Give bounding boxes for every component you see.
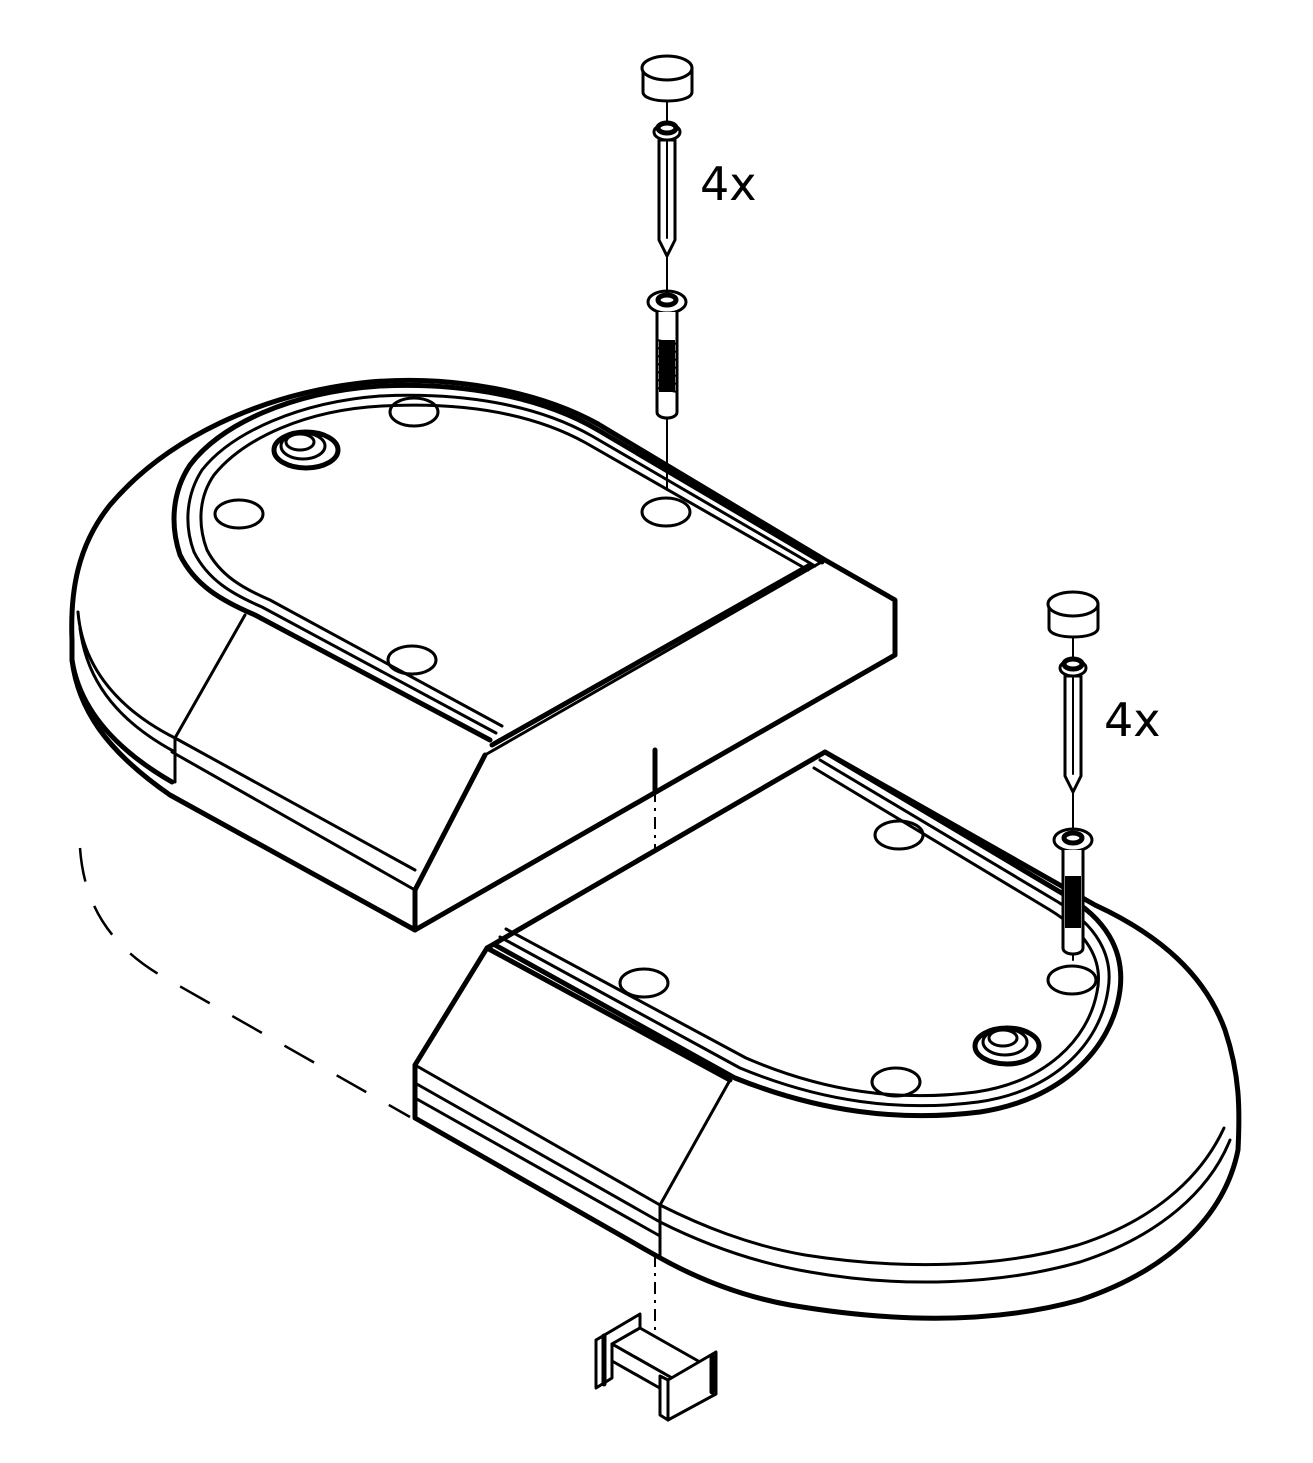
- lower-fastener-stack: [1046, 590, 1100, 961]
- long-pin-icon: [652, 120, 682, 258]
- cover-cap-icon: [1046, 590, 1100, 639]
- lower-base-segment: [412, 749, 1242, 1321]
- upper-base-segment: [69, 377, 898, 933]
- upper-fastener-stack: [640, 54, 694, 491]
- assembled-outline-dashed: [78, 847, 411, 1119]
- screw-icon: [646, 289, 688, 420]
- cover-cap-icon: [640, 54, 694, 103]
- connector-clip: [594, 1255, 718, 1422]
- quantity-label-lower: 4x: [1104, 693, 1161, 747]
- long-pin-icon: [1058, 656, 1088, 794]
- screw-icon: [1052, 827, 1094, 956]
- quantity-label-upper: 4x: [700, 157, 757, 211]
